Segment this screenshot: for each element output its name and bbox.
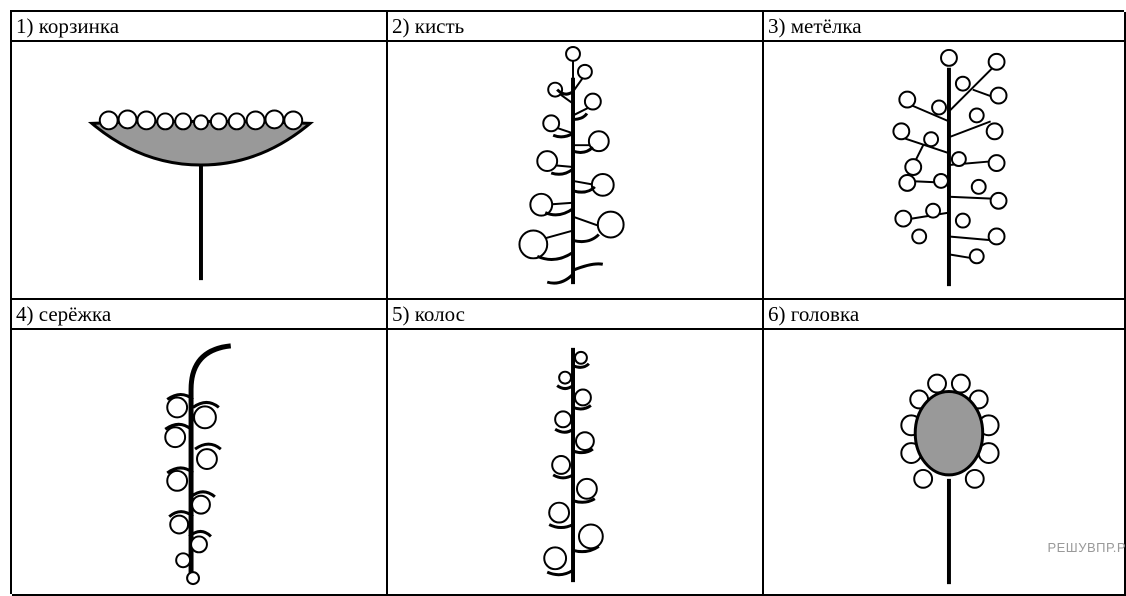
kist-drawing <box>518 45 625 285</box>
golovka-drawing <box>900 373 1000 585</box>
label-kolos: 5) колос <box>388 300 764 330</box>
kolos-drawing <box>543 347 604 583</box>
label-kist: 2) кисть <box>388 12 764 42</box>
korzinka-drawing <box>87 109 315 281</box>
diagram-kist <box>388 42 764 300</box>
label-serezhka: 4) серёжка <box>12 300 388 330</box>
diagram-korzinka <box>12 42 388 300</box>
label-metelka: 3) метёлка <box>764 12 1126 42</box>
diagram-golovka <box>764 330 1126 596</box>
inflorescence-table: 1) корзинка 2) кисть 3) метёлка <box>10 10 1126 596</box>
label-golovka: 6) головка <box>764 300 1126 330</box>
watermark: РЕШУВПР.Р <box>1047 540 1126 555</box>
diagram-serezhka <box>12 330 388 596</box>
serezhka-drawing <box>164 343 232 586</box>
label-korzinka: 1) корзинка <box>12 12 388 42</box>
metelka-drawing <box>892 48 1008 287</box>
diagram-kolos <box>388 330 764 596</box>
diagram-metelka <box>764 42 1126 300</box>
